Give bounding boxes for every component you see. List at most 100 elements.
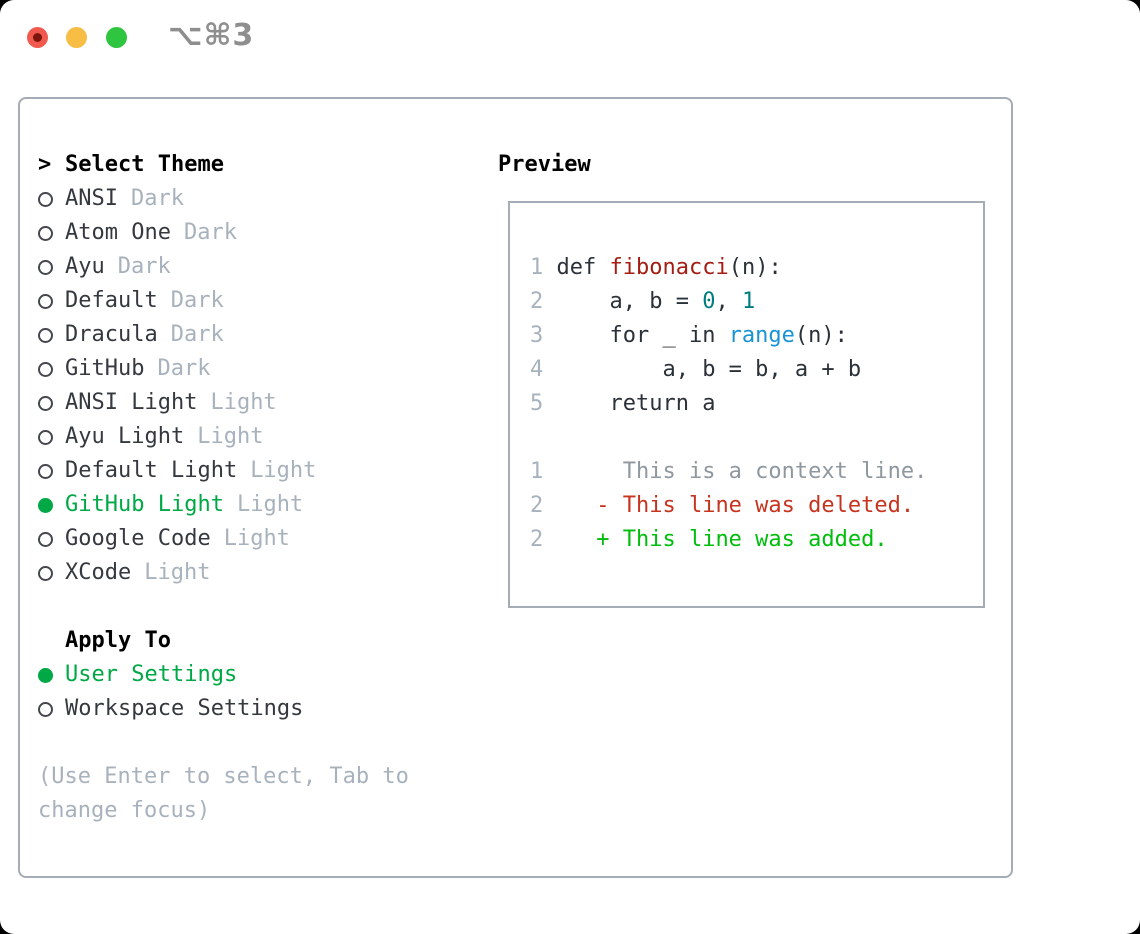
theme-option-github-light[interactable]: GitHub Light Light [38, 488, 440, 522]
option-label: Ayu [65, 254, 105, 279]
radio-unselected-icon [38, 420, 54, 454]
code-token: range [728, 323, 795, 348]
option-label: Ayu Light [65, 424, 185, 449]
theme-option-ayu-light[interactable]: Ayu Light Light [38, 420, 440, 454]
theme-variant-tag: Light [236, 492, 304, 517]
diff-deleted-line: 2 - This line was deleted. [530, 489, 983, 523]
line-number: 1 [530, 255, 544, 280]
option-label: GitHub [65, 356, 145, 381]
option-label: Google Code [65, 526, 211, 551]
zoom-window-button[interactable] [106, 27, 127, 48]
theme-option-default[interactable]: Default Dark [38, 284, 440, 318]
diff-added-line: 2 + This line was added. [530, 523, 983, 557]
code-line: 2 a, b = 0, 1 [530, 285, 983, 319]
option-label: GitHub Light [65, 492, 224, 517]
radio-unselected-icon [38, 522, 54, 556]
close-window-button[interactable] [27, 27, 48, 48]
code-token: 0 [702, 289, 716, 314]
spacer [38, 590, 440, 624]
radio-unselected-icon [38, 352, 54, 386]
theme-option-github[interactable]: GitHub Dark [38, 352, 440, 386]
radio-unselected-icon [38, 386, 54, 420]
option-label: ANSI [65, 186, 118, 211]
line-number: 2 [530, 493, 544, 518]
option-label: XCode [65, 560, 132, 585]
code-token: fibonacci [609, 255, 729, 280]
option-label: Default Light [65, 458, 238, 483]
theme-variant-tag: Dark [170, 288, 224, 313]
theme-option-ansi-light[interactable]: ANSI Light Light [38, 386, 440, 420]
code-line: 3 for _ in range(n): [530, 319, 983, 353]
option-label: User Settings [65, 662, 238, 687]
line-number: 2 [530, 289, 544, 314]
blank-line [530, 421, 983, 455]
theme-variant-tag: Light [144, 560, 211, 585]
code-line: 1 def fibonacci(n): [530, 251, 983, 285]
code-token: (n): [728, 255, 782, 280]
theme-variant-tag: Dark [157, 356, 211, 381]
diff-context-line: 1 This is a context line. [530, 455, 983, 489]
code-token: a, b = b, a + b [556, 357, 862, 382]
keyboard-shortcut-label: ⌥⌘3 [168, 18, 255, 53]
code-token: This is a context line. [556, 459, 928, 484]
radio-unselected-icon [38, 454, 54, 488]
code-line: 4 a, b = b, a + b [530, 353, 983, 387]
theme-option-atom-one[interactable]: Atom One Dark [38, 216, 440, 250]
radio-selected-icon [38, 658, 54, 692]
theme-variant-tag: Light [223, 526, 290, 551]
radio-unselected-icon [38, 318, 54, 352]
preview-title: Preview [498, 152, 591, 177]
code-line: 5 return a [530, 387, 983, 421]
line-number: 3 [530, 323, 544, 348]
apply-to-header: Apply To [38, 624, 440, 658]
option-label: ANSI Light [65, 390, 198, 415]
keyboard-hint-text: (Use Enter to select, Tab to change focu… [38, 764, 409, 823]
apply-option-user-settings[interactable]: User Settings [38, 658, 440, 692]
radio-unselected-icon [38, 284, 54, 318]
option-label: Dracula [65, 322, 158, 347]
theme-option-ansi[interactable]: ANSI Dark [38, 182, 440, 216]
apply-to-title: Apply To [65, 628, 171, 653]
radio-unselected-icon [38, 556, 54, 590]
theme-option-xcode[interactable]: XCode Light [38, 556, 440, 590]
option-label: Workspace Settings [65, 696, 304, 721]
radio-unselected-icon [38, 216, 54, 250]
radio-unselected-icon [38, 692, 54, 726]
radio-unselected-icon [38, 182, 54, 216]
line-number: 5 [530, 391, 544, 416]
option-label: Default [65, 288, 158, 313]
select-theme-title: Select Theme [65, 152, 224, 177]
minimize-window-button[interactable] [66, 27, 87, 48]
theme-variant-tag: Light [197, 424, 264, 449]
selection-caret-icon: > [38, 152, 52, 177]
code-token: + This line was added. [556, 527, 888, 552]
code-token: return a [556, 391, 716, 416]
theme-option-google-code[interactable]: Google Code Light [38, 522, 440, 556]
theme-variant-tag: Dark [183, 220, 237, 245]
option-label: Atom One [65, 220, 171, 245]
theme-variant-tag: Dark [130, 186, 184, 211]
code-token: (n): [794, 323, 848, 348]
apply-option-workspace-settings[interactable]: Workspace Settings [38, 692, 440, 726]
code-token: - This line was deleted. [556, 493, 915, 518]
code-token: for _ in [556, 323, 729, 348]
code-token: a, b = [556, 289, 703, 314]
select-theme-header: > Select Theme [38, 148, 440, 182]
code-token: 1 [741, 289, 756, 314]
theme-variant-tag: Dark [117, 254, 171, 279]
radio-unselected-icon [38, 250, 54, 284]
code-token: def [556, 255, 610, 280]
theme-variant-tag: Light [210, 390, 277, 415]
theme-option-ayu[interactable]: Ayu Dark [38, 250, 440, 284]
marker-slot [38, 624, 54, 658]
radio-selected-icon [38, 488, 54, 522]
